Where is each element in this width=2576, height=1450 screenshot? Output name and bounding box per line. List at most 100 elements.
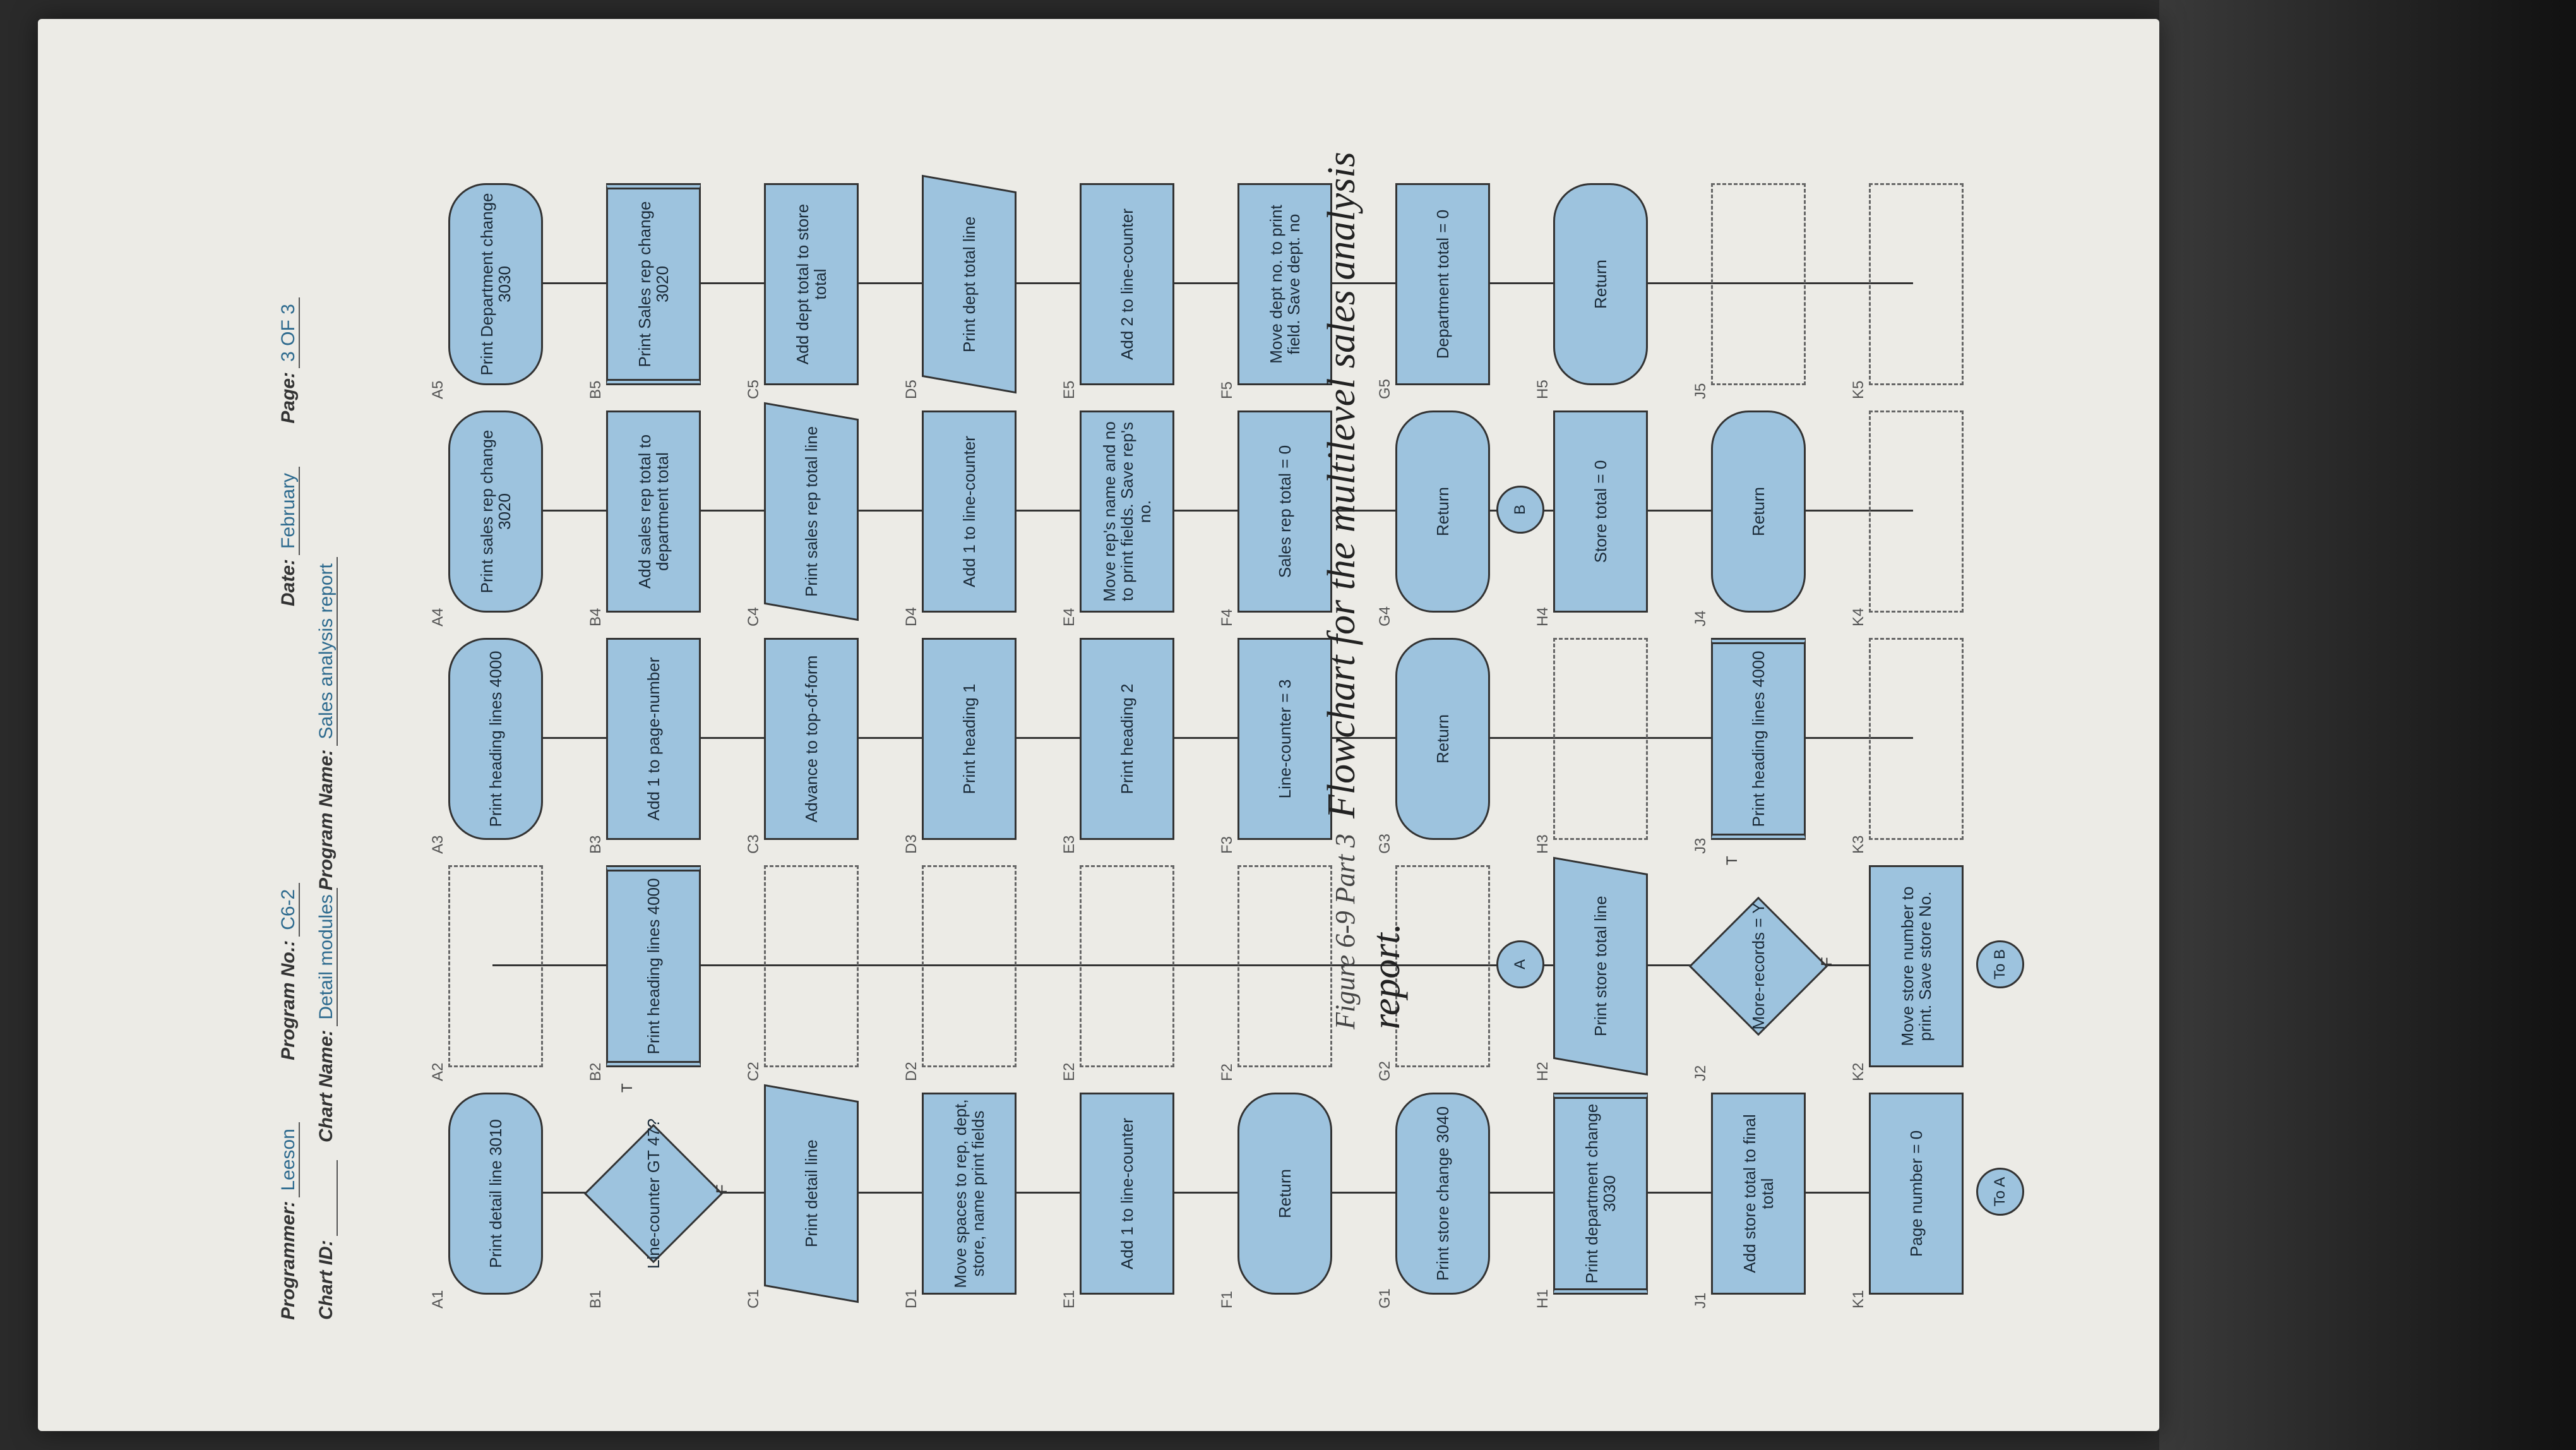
cell-id-label: H3 [1534, 832, 1552, 856]
flowchart-symbol: Page number = 0 [1869, 1093, 1964, 1295]
cell-id-label: J2 [1692, 1062, 1710, 1084]
flowchart-symbol: Print heading lines 4000 [1711, 638, 1806, 840]
flowchart-cell-h1: H1 Print department change 3030 [1534, 1080, 1654, 1311]
cell-id-label: D3 [903, 832, 921, 856]
cell-id-label: K5 [1850, 378, 1868, 402]
form-header: Programmer:Leeson Program No.:C6-2 Chart… [265, 133, 417, 1333]
flowchart-symbol: Print detail line 3010 [448, 1093, 543, 1295]
flowchart-cell-h3: H3 [1534, 625, 1654, 856]
flowchart-symbol: Add dept total to store total [764, 183, 859, 385]
symbol-text: Return [1433, 714, 1452, 764]
symbol-text: Sales rep total = 0 [1275, 445, 1294, 578]
empty-cell-outline [1869, 183, 1964, 385]
flowchart-symbol: Add 1 to line-counter [922, 410, 1017, 613]
program-no-label: Program No.: [278, 940, 299, 1060]
flowchart-symbol: Print heading 1 [922, 638, 1017, 840]
cell-id-label: D1 [903, 1286, 921, 1311]
flowchart-symbol: Print heading 2 [1080, 638, 1174, 840]
branch-label-false-j2: F [1818, 957, 1835, 966]
cell-id-label: G1 [1376, 1285, 1394, 1311]
symbol-text: Print detail line 3010 [486, 1119, 505, 1268]
flowchart-symbol: Print Department change 3030 [448, 183, 543, 385]
flowchart-cell-d1: D1 Move spaces to rep, dept, store, name … [903, 1080, 1023, 1311]
programmer-value: Leeson [278, 1122, 300, 1197]
cell-id-label: A2 [429, 1060, 447, 1084]
symbol-text: Print store change 3040 [1433, 1106, 1452, 1281]
flowchart-symbol: Print heading lines 4000 [606, 865, 701, 1067]
program-name-label: Program Name: [316, 749, 337, 890]
flowchart-cell-c2: C2 [745, 853, 865, 1084]
cell-id-label: K4 [1850, 605, 1868, 629]
empty-cell-outline [1869, 410, 1964, 613]
cell-id-label: D5 [903, 377, 921, 402]
symbol-text: Add 1 to line-counter [1118, 1118, 1136, 1269]
cell-id-label: F4 [1219, 606, 1236, 629]
figure-caption: Figure 6-9 Part 3Flowchart for the multi… [1320, 82, 1409, 1029]
cell-id-label: A4 [429, 605, 447, 629]
flowchart-cell-k3: K3 [1850, 625, 1970, 856]
symbol-text: Print department change 3030 [1582, 1103, 1619, 1284]
cell-id-label: B3 [587, 832, 605, 856]
branch-label-true-j2: T [1724, 856, 1741, 865]
symbol-text: Move store number to print. Save store N… [1898, 886, 1935, 1046]
symbol-text: Add store total to final total [1740, 1114, 1777, 1273]
date-label: Date: [278, 558, 299, 606]
cell-id-label: K3 [1850, 832, 1868, 856]
flowchart-symbol: Move dept no. to print field. Save dept.… [1237, 183, 1332, 385]
cell-id-label: H1 [1534, 1286, 1552, 1311]
chart-name-label: Chart Name: [316, 1029, 337, 1142]
cell-id-label: A1 [429, 1287, 447, 1311]
cell-id-label: B4 [587, 605, 605, 629]
flowchart-symbol: Move rep's name and no to print fields. … [1080, 410, 1174, 613]
program-name-value: Sales analysis report [316, 557, 338, 746]
cell-id-label: H4 [1534, 604, 1552, 629]
flowchart-symbol: Add sales rep total to department total [606, 410, 701, 613]
flowchart-symbol: Return [1237, 1093, 1332, 1295]
flowchart-symbol: Return [1395, 410, 1490, 613]
cell-id-label: H2 [1534, 1059, 1552, 1084]
flowchart-symbol: Return [1395, 638, 1490, 840]
flowchart-symbol: Line-counter = 3 [1237, 638, 1332, 840]
cell-id-label: B1 [587, 1287, 605, 1311]
chart-id-label: Chart ID: [316, 1240, 337, 1320]
symbol-text: Print detail line [802, 1139, 821, 1248]
flowchart-symbol: Store total = 0 [1553, 410, 1648, 613]
symbol-text: Line-counter = 3 [1275, 679, 1294, 799]
symbol-text: Print sales rep change 3020 [477, 429, 514, 594]
cell-id-label: H5 [1534, 377, 1552, 402]
empty-cell-outline [1711, 183, 1806, 385]
cell-id-label: B2 [587, 1060, 605, 1084]
flowchart-symbol: Print store total line [1553, 856, 1648, 1076]
flowchart-symbol: Print store change 3040 [1395, 1093, 1490, 1295]
flowchart-symbol: Add 1 to page-number [606, 638, 701, 840]
symbol-text: Print sales rep total line [802, 426, 821, 597]
symbol-text: Print Department change 3030 [477, 193, 514, 376]
empty-cell-outline [1553, 638, 1648, 840]
cell-id-label: J5 [1692, 380, 1710, 402]
symbol-text: Move spaces to rep, dept, store, name pr… [951, 1099, 987, 1288]
symbol-text: Return [1749, 486, 1768, 537]
flowchart-cell-a1: A1 Print detail line 3010 [429, 1080, 549, 1311]
symbol-text: Page number = 0 [1907, 1130, 1926, 1257]
flowchart-symbol: Print Sales rep change 3020 [606, 183, 701, 385]
cell-id-label: F2 [1219, 1060, 1236, 1084]
cell-id-label: F1 [1219, 1288, 1236, 1311]
cell-id-label: D2 [903, 1059, 921, 1084]
date-row: Date:February Page:3 OF 3 [278, 297, 306, 606]
